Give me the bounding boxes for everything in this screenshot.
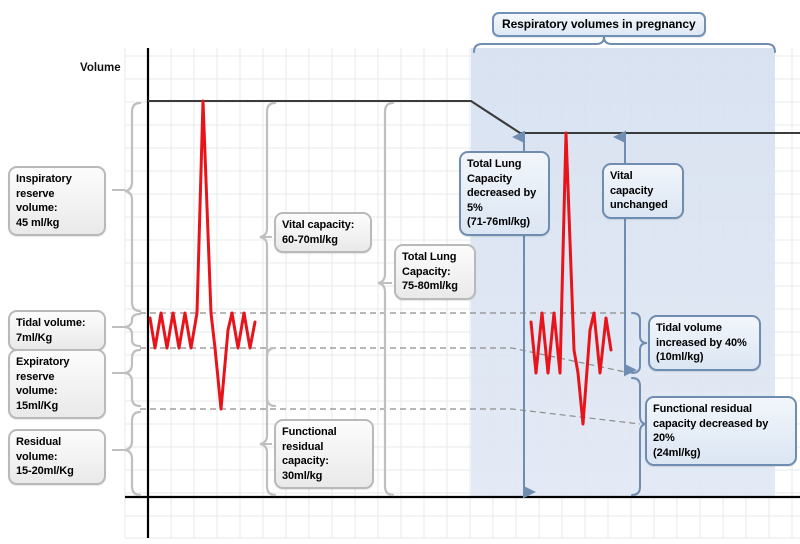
left-braces <box>124 101 142 497</box>
diagram-title: Respiratory volumes in pregnancy <box>492 12 706 37</box>
label-residual-volume: Residual volume:15-20ml/Kg <box>8 429 106 485</box>
label-vital-capacity: Vital capacity:60-70ml/kg <box>274 212 372 253</box>
brace-tv-preg <box>631 312 648 374</box>
brace-tlc <box>377 101 395 497</box>
spirogram-nonpregnant <box>148 99 257 411</box>
label-tidal-volume: Tidal volume:7ml/Kg <box>8 310 106 351</box>
y-axis-label: Volume <box>80 62 121 74</box>
brace-frc <box>259 346 277 497</box>
brace-irv <box>124 101 142 313</box>
callout-connectors <box>112 189 392 451</box>
guide-line-tidal-bottom <box>140 347 631 374</box>
spirogram-pregnant <box>529 131 613 426</box>
brace-tv <box>124 312 142 348</box>
guide-line-frc <box>140 408 641 425</box>
total-lung-capacity-line <box>148 99 800 135</box>
